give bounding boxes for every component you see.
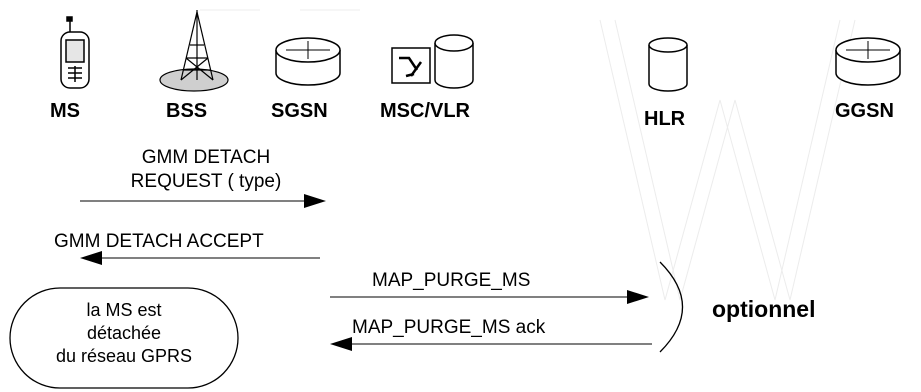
note-box <box>9 287 239 389</box>
msg-label-purge-ms: MAP_PURGE_MS <box>372 270 531 291</box>
optional-label: optionnel <box>712 296 816 322</box>
switch-database-icon <box>391 34 474 89</box>
watermark <box>200 9 856 301</box>
msg-label-detach-request-2: REQUEST ( type) <box>130 171 282 192</box>
node-label-ggsn: GGSN <box>835 100 894 122</box>
node-label-mscvlr: MSC/VLR <box>380 100 470 122</box>
node-label-ms: MS <box>50 100 80 122</box>
database-icon <box>648 37 688 92</box>
arrow-purge-ms <box>330 290 649 304</box>
router-icon <box>835 37 901 86</box>
note-line-1: la MS est <box>86 300 162 320</box>
antenna-tower-icon <box>159 10 229 92</box>
router-icon <box>275 37 341 86</box>
msg-label-purge-ms-ack: MAP_PURGE_MS ack <box>352 317 546 338</box>
msg-label-detach-request-1: GMM DETACH <box>141 147 271 168</box>
mobile-phone-icon <box>60 16 90 89</box>
node-label-hlr: HLR <box>644 108 686 130</box>
note-line-3: du réseau GPRS <box>55 346 193 366</box>
arrow-detach-request <box>80 194 326 208</box>
node-label-bss: BSS <box>166 100 208 122</box>
arrow-purge-ms-ack <box>330 337 652 351</box>
note-line-2: détachée <box>86 323 162 343</box>
arrow-detach-accept <box>80 251 320 265</box>
optional-bracket <box>659 261 683 353</box>
node-label-sgsn: SGSN <box>271 100 328 122</box>
msg-label-detach-accept: GMM DETACH ACCEPT <box>54 231 264 252</box>
